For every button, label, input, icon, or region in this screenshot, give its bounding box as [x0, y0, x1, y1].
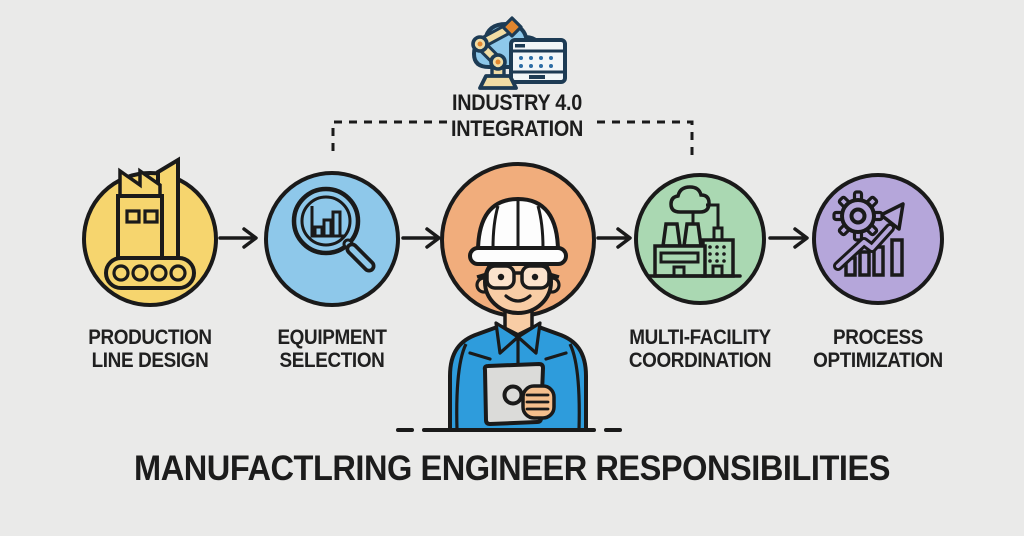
cloud-robot-hmi-icon — [471, 16, 567, 90]
factory-conveyor-icon — [104, 156, 196, 290]
hand — [521, 384, 556, 420]
smile — [504, 294, 532, 303]
magnifier-bar-chart-icon — [291, 186, 376, 273]
top-node-label-line1: INDUSTRY 4.0 — [452, 90, 582, 115]
page-title: MANUFACTLRING ENGINEER RESPONSIBILITIES — [134, 449, 890, 488]
step-circle-equipment-selection — [264, 171, 400, 307]
label-line: COORDINATION — [628, 349, 772, 372]
robot-arm — [471, 16, 523, 90]
step-circle-production-line-design — [82, 156, 218, 307]
label-line: MULTI-FACILITY — [629, 326, 771, 349]
label-equipment-selection: EQUIPMENT SELECTION — [233, 326, 431, 372]
label-multi-facility-coordination: MULTI-FACILITY COORDINATION — [601, 326, 799, 372]
gear-growth-arrow-icon — [832, 190, 905, 277]
label-line: OPTIMIZATION — [813, 349, 943, 372]
top-node-label: INDUSTRY 4.0 INTEGRATION — [405, 90, 630, 142]
label-production-line-design: PRODUCTION LINE DESIGN — [51, 326, 249, 372]
label-line: SELECTION — [279, 349, 385, 372]
label-line: EQUIPMENT — [277, 326, 387, 349]
engineer-with-hardhat-tablet — [440, 162, 596, 432]
flow-arrow-icon — [218, 227, 809, 249]
dashed-connector-left — [331, 120, 447, 158]
label-line: LINE DESIGN — [91, 349, 209, 372]
label-process-optimization: PROCESS OPTIMIZATION — [779, 326, 977, 372]
label-line: PROCESS — [833, 326, 923, 349]
step-circle-multi-facility-coordination — [634, 173, 766, 305]
safety-glasses-icon — [476, 264, 560, 290]
connected-factories-icon — [646, 185, 742, 278]
top-node-label-line2: INTEGRATION — [451, 116, 583, 141]
step-circle-process-optimization — [812, 173, 944, 305]
gear-icon — [832, 190, 884, 242]
hmi-panel — [509, 38, 567, 84]
hardhat-icon — [468, 196, 568, 266]
label-line: PRODUCTION — [88, 326, 212, 349]
dashed-connector-right — [597, 120, 694, 158]
